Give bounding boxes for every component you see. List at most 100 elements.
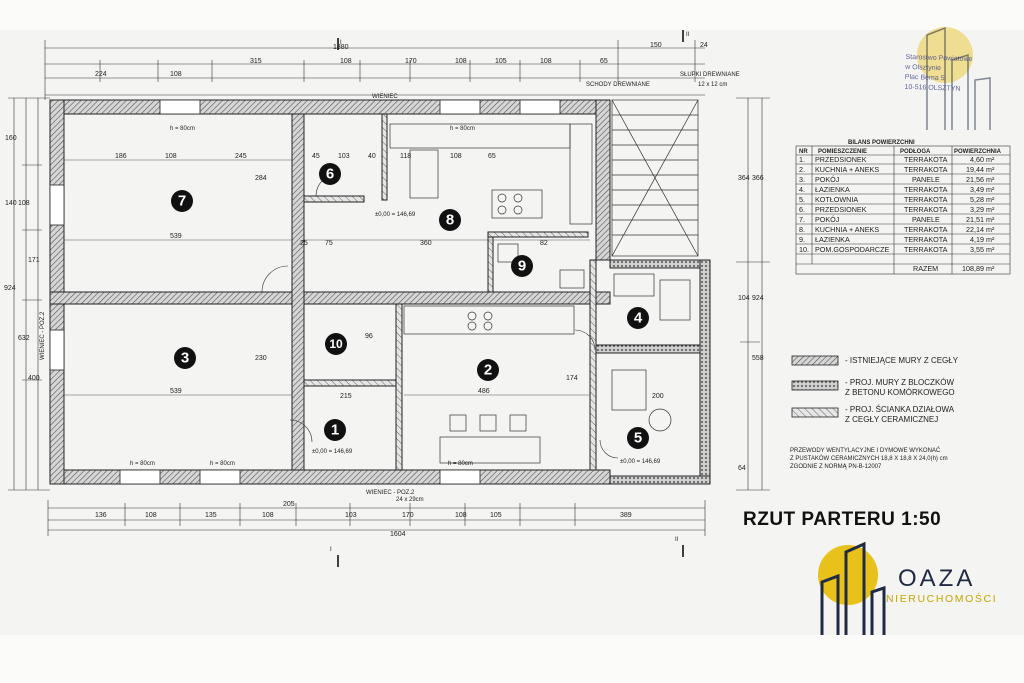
bilans-cell: POKÓJ bbox=[815, 215, 840, 224]
label-window-2: h = 80cm bbox=[450, 126, 475, 132]
stamp-logo-mark bbox=[917, 26, 991, 130]
interior-partitions bbox=[303, 113, 707, 471]
bilans-cell: POM.GOSPODARCZE bbox=[815, 245, 889, 254]
top-dimension-lines bbox=[44, 40, 705, 100]
bilans-cell: TERRAKOTA bbox=[904, 185, 948, 194]
bilans-cell: 6. bbox=[799, 205, 805, 214]
bilans-cell: TERRAKOTA bbox=[904, 195, 948, 204]
dim-top-4: 170 bbox=[405, 58, 417, 65]
bilans-cell: 3,49 m² bbox=[970, 185, 995, 194]
thin-lines bbox=[64, 159, 590, 396]
label-schody: SCHODY DREWNIANE bbox=[586, 82, 650, 88]
bilans-cell: 4,60 m² bbox=[970, 155, 995, 164]
bilans-cell: 9. bbox=[799, 235, 805, 244]
room-number-5: 5 bbox=[634, 430, 642, 447]
dim-inner-14: 486 bbox=[478, 388, 490, 395]
dim-top-1: 108 bbox=[170, 71, 182, 78]
oaza-logo-name: OAZA bbox=[898, 565, 976, 592]
dim-inner-17: 174 bbox=[566, 375, 578, 382]
label-window-4: h = 80cm bbox=[210, 461, 235, 467]
legend-text: - PROJ. ŚCIANKA DZIAŁOWA bbox=[845, 405, 955, 414]
dim-bottom-3: 108 bbox=[262, 512, 274, 519]
bilans-total-label: RAZEM bbox=[913, 264, 938, 273]
dim-inner-2: 245 bbox=[235, 153, 247, 160]
label-wieniec-bottom: WIENIEC - POZ.2 bbox=[366, 490, 415, 496]
dim-bottom-1: 108 bbox=[145, 512, 157, 519]
bilans-table: BILANS POWIERZCHNI NR POMIESZC bbox=[795, 140, 1011, 275]
bilans-header-area: POWIERZCHNIA bbox=[954, 149, 1002, 155]
legend-text: - ISTNIEJĄCE MURY Z CEGŁY bbox=[845, 356, 959, 365]
legend-text: Z CEGŁY CERAMICZNEJ bbox=[845, 415, 939, 424]
stairs bbox=[611, 99, 699, 257]
dim-right-1: 366 bbox=[752, 175, 764, 182]
label-wieniec-top: WIENIEC bbox=[372, 94, 398, 100]
bilans-total-value: 108,89 m² bbox=[962, 264, 995, 273]
dim-inner-7: 45 bbox=[312, 153, 320, 160]
legend-swatches bbox=[791, 355, 839, 418]
dim-inner-12: 65 bbox=[488, 153, 496, 160]
oaza-logo-mark bbox=[818, 541, 886, 635]
dim-top-7: 108 bbox=[540, 58, 552, 65]
dim-left-5: 924 bbox=[4, 285, 16, 292]
kitchen-fittings-8 bbox=[389, 123, 593, 225]
label-level-2: ±0,00 = 146,69 bbox=[312, 449, 353, 455]
bilans-cell: 3. bbox=[799, 175, 805, 184]
dim-left-1: 140 bbox=[5, 200, 17, 207]
bilans-cell: 3,55 m² bbox=[970, 245, 995, 254]
bilans-cell: 7. bbox=[799, 215, 805, 224]
bilans-cell: PANELE bbox=[912, 215, 940, 224]
room-number-1: 1 bbox=[331, 422, 339, 439]
bilans-cell: 4. bbox=[799, 185, 805, 194]
dim-inner-5: 284 bbox=[255, 175, 267, 182]
dim-top-0: 224 bbox=[95, 71, 107, 78]
dim-right-0: 364 bbox=[738, 175, 750, 182]
bilans-cell: 5,28 m² bbox=[970, 195, 995, 204]
annex-walls bbox=[609, 259, 711, 485]
section-mark-label-3: II bbox=[675, 537, 679, 543]
bilans-cell: TERRAKOTA bbox=[904, 245, 948, 254]
bilans-cell: 21,56 m² bbox=[966, 175, 995, 184]
dim-top-6: 105 bbox=[495, 58, 507, 65]
dim-top-5: 108 bbox=[455, 58, 467, 65]
dim-bottom-8: 105 bbox=[490, 512, 502, 519]
bilans-cell: TERRAKOTA bbox=[904, 225, 948, 234]
label-window-5: h = 80cm bbox=[448, 461, 473, 467]
dim-overall-width: 1604 bbox=[390, 531, 406, 538]
plan-title: RZUT PARTERU 1:50 bbox=[743, 509, 942, 530]
bilans-cell: PANELE bbox=[912, 175, 940, 184]
dim-left-0: 160 bbox=[5, 135, 17, 142]
dim-top-8: 65 bbox=[600, 58, 608, 65]
dim-inner-6: 230 bbox=[255, 355, 267, 362]
office-stamp: Starostwo Powiatowe w Olsztynie Plac Bem… bbox=[904, 53, 973, 93]
dim-left-4: 632 bbox=[18, 335, 30, 342]
dim-inner-4: 539 bbox=[170, 388, 182, 395]
legend-item-aerated-concrete: - PROJ. MURY Z BLOCZKÓW Z BETONU KOMÓRKO… bbox=[845, 378, 955, 398]
room-number-6: 6 bbox=[326, 166, 334, 183]
dim-inner-1: 108 bbox=[165, 153, 177, 160]
door-swings bbox=[261, 173, 619, 459]
dim-1380: 1380 bbox=[333, 44, 349, 51]
oaza-logo-subtitle: NIERUCHOMOŚCI bbox=[886, 593, 998, 605]
dim-top-9: 150 bbox=[650, 42, 662, 49]
dim-bottom-7: 108 bbox=[455, 512, 467, 519]
bilans-cell: ŁAZIENKA bbox=[815, 235, 850, 244]
dim-inner-15: 82 bbox=[540, 240, 548, 247]
kitchen-fittings-2 bbox=[403, 305, 575, 464]
legend-item-ceramic-partition: - PROJ. ŚCIANKA DZIAŁOWA Z CEGŁY CERAMIC… bbox=[845, 405, 954, 425]
dimension-labels: 1380 224 108 315 108 170 108 105 108 65 … bbox=[4, 42, 764, 538]
label-level-1: ±0,00 = 146,69 bbox=[375, 212, 416, 218]
bilans-cell: TERRAKOTA bbox=[904, 235, 948, 244]
room-number-2: 2 bbox=[484, 362, 492, 379]
bathroom-fittings bbox=[497, 243, 691, 432]
bilans-cell: PRZEDSIONEK bbox=[815, 205, 867, 214]
bilans-cell: KOTŁOWNIA bbox=[815, 195, 858, 204]
bilans-cell: 22,14 m² bbox=[966, 225, 995, 234]
dim-left-6: 400 bbox=[28, 375, 40, 382]
dim-inner-11: 108 bbox=[450, 153, 462, 160]
section-mark-label-2: I bbox=[340, 40, 342, 46]
legend-text: Z BETONU KOMÓRKOWEGO bbox=[845, 388, 955, 397]
dim-left-3: 171 bbox=[28, 257, 40, 264]
dim-left-2: 108 bbox=[18, 200, 30, 207]
right-dimension-lines bbox=[736, 97, 770, 491]
